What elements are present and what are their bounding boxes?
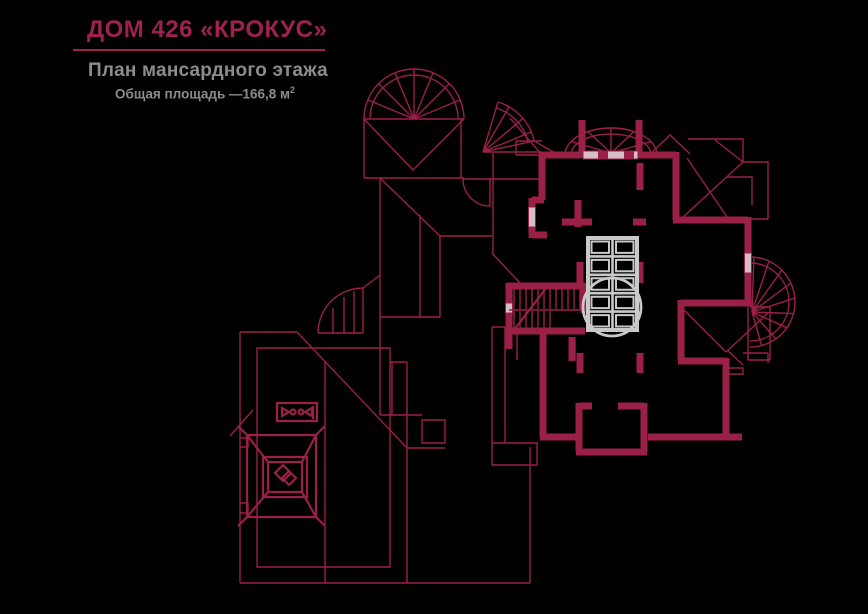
bay-roof-fan-icon — [317, 274, 381, 334]
window-top-mullion-left — [598, 151, 608, 159]
hatch-knob-right — [297, 408, 305, 416]
window-left — [528, 206, 536, 228]
window-right — [744, 252, 752, 274]
window-stair — [505, 302, 513, 314]
spiral-stair-fan-icon — [749, 256, 796, 348]
plan-subtitle: План мансардного этажа — [88, 60, 328, 81]
left-wing-hip-lines — [363, 118, 492, 416]
fan-window-icon — [363, 68, 465, 120]
glass-block-skylight — [581, 236, 643, 338]
window-top — [582, 150, 639, 160]
pyramid-skylight-icon — [237, 425, 326, 527]
dormer-fan-icon — [482, 101, 558, 156]
window-top-mullion-right — [624, 151, 634, 159]
windows — [505, 150, 752, 314]
hatch-outline — [275, 401, 319, 423]
page-title: ДОМ 426 «КРОКУС» — [87, 16, 328, 43]
glass-grid-cells — [590, 240, 635, 328]
arch-fan-icon — [564, 127, 691, 156]
hatch-knob-left — [289, 408, 297, 416]
stair-break-line — [510, 282, 551, 335]
quarter-disc-detail — [462, 153, 542, 284]
bottom-right-roof-lines — [682, 306, 771, 375]
area-superscript: 2 — [290, 85, 296, 95]
total-area-label: Общая площадь —166,8 м2 — [115, 85, 328, 102]
title-underline — [73, 49, 325, 51]
glass-grid-lines — [588, 238, 637, 330]
skylight-circle — [581, 276, 643, 338]
lower-roof-outline — [229, 326, 538, 584]
attic-walls — [505, 120, 752, 456]
wall-segments — [505, 120, 752, 456]
staircase — [509, 282, 585, 360]
right-roofs — [681, 138, 796, 375]
area-text: Общая площадь —166,8 м — [115, 86, 291, 102]
top-right-dormer-lines — [681, 138, 769, 220]
lower-left-roof-plan — [229, 326, 538, 584]
top-arch-fan — [564, 127, 691, 156]
title-block: ДОМ 426 «КРОКУС» План мансардного этажа … — [73, 16, 328, 102]
left-wing-roof — [317, 68, 558, 416]
roof-hatch-symbol — [275, 401, 319, 423]
